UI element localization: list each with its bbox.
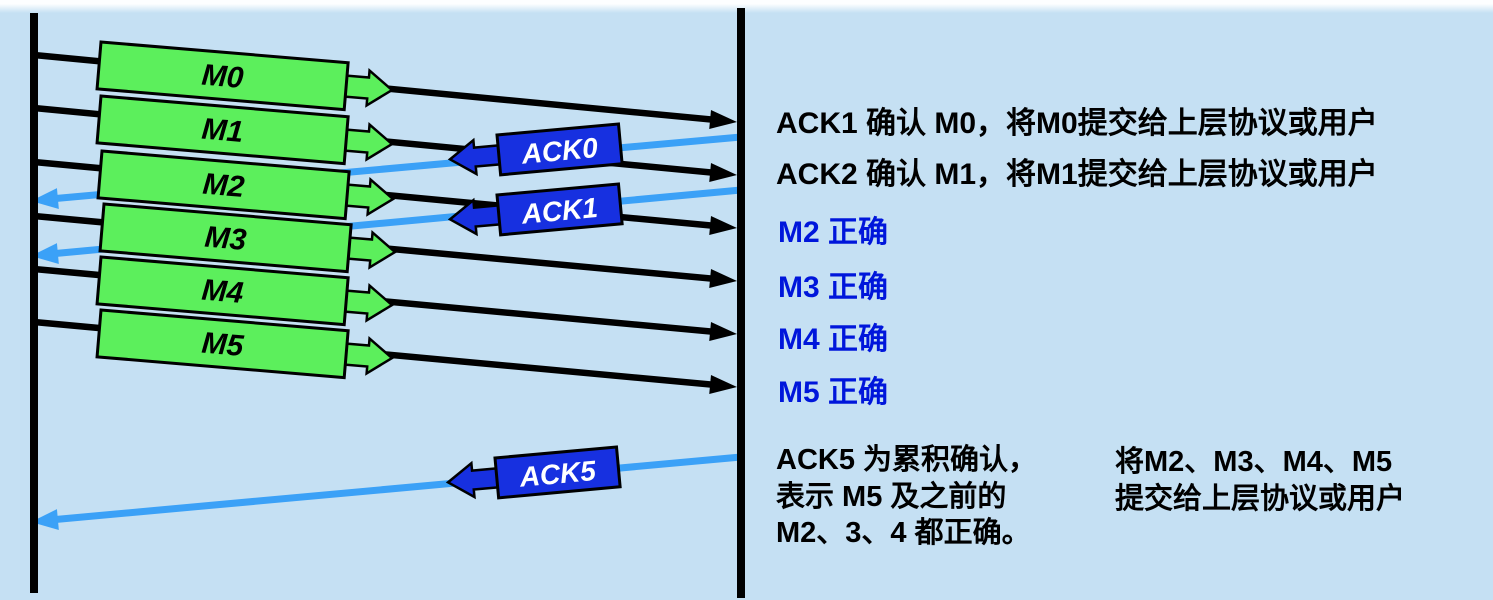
packet-box xyxy=(95,255,350,327)
right-arrowhead-icon xyxy=(709,269,737,288)
packet-arrow-icon xyxy=(344,230,398,270)
note-line: ACK5 为累积确认， xyxy=(776,444,1038,476)
ack-box xyxy=(495,122,624,177)
ack-packet-ack5: ACK5 xyxy=(445,445,622,500)
note-line: 将M2、M3、M4、M5 xyxy=(1115,446,1393,478)
note-ack2-confirms-m1: ACK2 确认 M1，将M1提交给上层协议或用户 xyxy=(776,158,1378,191)
ack-packet-ack0: ACK0 xyxy=(447,122,624,177)
packet-box xyxy=(98,202,353,274)
packet-label: M0 xyxy=(200,59,245,95)
packet-box xyxy=(96,149,351,221)
message-packet-m3: M3 xyxy=(98,202,398,274)
packet-label: M3 xyxy=(203,221,248,257)
left-arrowhead-icon xyxy=(31,188,59,210)
right-arrowhead-icon xyxy=(709,216,737,235)
packet-arrow-icon xyxy=(341,336,395,376)
message-packet-m5: M5 xyxy=(95,308,395,380)
message-packet-m1: M1 xyxy=(95,94,395,166)
ack-packets: ACK0 ACK1 ACK5 xyxy=(445,122,624,500)
note-line: M2、3、4 都正确。 xyxy=(776,517,1031,549)
ack-arrow-icon xyxy=(447,137,504,177)
ack-box xyxy=(493,445,622,500)
note-m4-correct: M4 正确 xyxy=(778,323,889,356)
packet-box xyxy=(95,40,350,112)
ack-label: ACK1 xyxy=(519,192,599,230)
packet-box xyxy=(95,308,350,380)
note-m2-correct: M2 正确 xyxy=(778,216,889,249)
note-line: 表示 M5 及之前的 xyxy=(776,480,1007,513)
packet-box xyxy=(95,94,350,166)
ack-line xyxy=(49,453,742,524)
top-highlight-strip xyxy=(0,0,1493,13)
packet-label: M1 xyxy=(200,113,244,149)
note-deliver-m2-m5: 将M2、M3、M4、M5 提交给上层协议或用户 xyxy=(1115,444,1405,517)
left-arrowhead-icon xyxy=(31,243,59,265)
right-arrowhead-icon xyxy=(709,163,737,182)
note-m3-correct: M3 正确 xyxy=(778,271,889,304)
message-packet-m4: M4 xyxy=(95,255,395,327)
right-arrowhead-icon xyxy=(709,322,737,341)
packet-arrow-icon xyxy=(341,122,395,162)
ack-arrow-icon xyxy=(445,460,502,500)
right-arrowhead-icon xyxy=(709,110,737,129)
packet-arrow-icon xyxy=(342,177,396,217)
message-packet-m0: M0 xyxy=(95,40,395,112)
note-ack5-cumulative: ACK5 为累积确认， 表示 M5 及之前的 M2、3、4 都正确。 xyxy=(776,442,1037,552)
note-m5-correct: M5 正确 xyxy=(778,376,889,409)
packet-arrow-icon xyxy=(341,68,395,108)
ack-arrowheads xyxy=(31,188,59,531)
note-ack1-confirms-m0: ACK1 确认 M0，将M0提交给上层协议或用户 xyxy=(776,107,1378,140)
packet-label: M5 xyxy=(200,327,246,363)
message-arrowheads xyxy=(709,110,737,394)
ack-label: ACK0 xyxy=(519,132,599,170)
note-line: 提交给上层协议或用户 xyxy=(1115,482,1406,515)
left-arrowhead-icon xyxy=(31,509,59,531)
right-arrowhead-icon xyxy=(709,375,737,394)
message-packets: M0 M1 M2 M3 M4 M5 xyxy=(95,40,398,380)
sender-timeline xyxy=(30,13,38,593)
packet-arrow-icon xyxy=(341,283,395,323)
ack-label: ACK5 xyxy=(517,455,597,493)
ack-packet-ack1: ACK1 xyxy=(447,182,624,237)
receiver-timeline xyxy=(737,8,745,598)
ack-box xyxy=(495,182,624,237)
packet-label: M4 xyxy=(200,274,245,310)
ack-arrow-icon xyxy=(447,197,504,237)
message-packet-m2: M2 xyxy=(96,149,396,221)
packet-label: M2 xyxy=(201,168,246,204)
